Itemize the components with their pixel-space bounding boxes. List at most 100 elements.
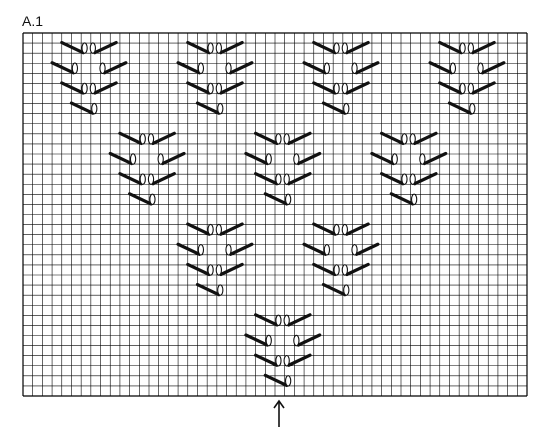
stitch-bar xyxy=(219,40,244,55)
left-slant-stitch-symbol xyxy=(389,192,418,206)
stitch-loop xyxy=(265,334,272,347)
left-slant-stitch-symbol xyxy=(312,262,340,277)
stitch-loop xyxy=(477,62,484,75)
stitch-loop xyxy=(323,244,331,256)
left-slant-stitch-symbol xyxy=(176,61,205,75)
stitch-bar xyxy=(254,313,279,327)
stitch-symbols xyxy=(50,40,506,388)
left-slant-stitch-symbol xyxy=(312,222,340,236)
stitch-loop xyxy=(81,82,88,95)
stitch-bar xyxy=(345,262,370,277)
stitch-bar xyxy=(60,81,85,95)
stitch-bar xyxy=(380,131,405,146)
stitch-bar xyxy=(219,222,244,236)
stitch-bar xyxy=(380,172,405,186)
stitch-bar xyxy=(296,333,322,347)
stitch-bar xyxy=(186,222,211,236)
left-slant-stitch-symbol xyxy=(302,61,331,75)
right-slant-stitch-symbol xyxy=(351,242,380,256)
stitch-bar xyxy=(244,333,269,347)
stitch-loop xyxy=(99,62,106,75)
stitch-loop xyxy=(207,82,214,95)
stitch-loop xyxy=(391,153,398,165)
stitch-bar xyxy=(176,61,201,75)
stitch-loop xyxy=(401,133,408,145)
stitch-loop xyxy=(284,193,292,206)
stitch-bar xyxy=(296,151,322,166)
stitch-loop xyxy=(225,62,232,75)
stitch-loop xyxy=(275,354,282,367)
stitch-bar xyxy=(428,61,453,75)
stitch-loop xyxy=(341,223,348,236)
stitch-loop xyxy=(89,42,96,54)
stitch-bar xyxy=(219,262,244,277)
stitch-loop xyxy=(197,62,205,75)
right-slant-stitch-symbol xyxy=(467,40,496,55)
right-slant-stitch-symbol xyxy=(283,353,312,367)
right-slant-stitch-symbol xyxy=(147,172,176,186)
left-slant-stitch-symbol xyxy=(312,81,340,95)
stitch-loop xyxy=(467,82,474,95)
stitch-bar xyxy=(312,222,337,236)
right-slant-stitch-symbol xyxy=(215,262,244,277)
left-slant-stitch-symbol xyxy=(263,192,292,206)
stitch-loop xyxy=(283,314,290,327)
stitch-bar xyxy=(422,151,448,166)
stitch-bar xyxy=(228,242,254,256)
stitch-loop xyxy=(333,42,340,54)
chart-title: A.1 xyxy=(22,13,44,29)
stitch-bar xyxy=(413,131,438,146)
stitch-loop xyxy=(275,173,282,185)
left-slant-stitch-symbol xyxy=(186,222,214,236)
stitch-bar xyxy=(108,151,134,166)
stitch-loop xyxy=(459,82,466,95)
left-slant-stitch-symbol xyxy=(60,81,88,95)
stitch-loop xyxy=(459,42,466,54)
stitch-bar xyxy=(345,81,370,95)
stitch-loop xyxy=(323,62,331,75)
right-slant-stitch-symbol xyxy=(341,81,370,95)
stitch-loop xyxy=(139,173,146,185)
stitch-loop xyxy=(449,62,457,75)
stitch-bar xyxy=(186,81,211,95)
stitch-loop xyxy=(215,264,222,276)
left-slant-stitch-symbol xyxy=(428,61,457,75)
right-slant-stitch-symbol xyxy=(409,172,438,186)
stitch-bar xyxy=(263,192,289,206)
stitch-loop xyxy=(410,193,418,206)
stitch-loop xyxy=(89,82,96,95)
stitch-loop xyxy=(215,223,222,236)
left-slant-stitch-symbol xyxy=(302,242,331,256)
left-slant-stitch-symbol xyxy=(244,151,272,166)
stitch-loop xyxy=(215,42,222,54)
right-slant-stitch-symbol xyxy=(225,242,254,256)
stitch-bar xyxy=(176,242,201,256)
stitch-bar xyxy=(128,192,153,206)
stitch-loop xyxy=(275,133,282,145)
stitch-loop xyxy=(333,223,340,236)
stitch-bar xyxy=(93,81,118,95)
stitch-loop xyxy=(197,244,205,256)
left-slant-stitch-symbol xyxy=(69,101,98,115)
stitch-bar xyxy=(151,172,176,186)
left-slant-stitch-symbol xyxy=(370,151,398,166)
right-slant-stitch-symbol xyxy=(89,81,118,95)
right-slant-stitch-symbol xyxy=(157,151,186,166)
left-slant-stitch-symbol xyxy=(254,313,282,327)
stitch-loop xyxy=(147,173,155,185)
stitch-loop xyxy=(409,173,416,185)
stitch-loop xyxy=(91,102,98,115)
stitch-loop xyxy=(333,82,340,95)
left-slant-stitch-symbol xyxy=(380,172,408,186)
stitch-loop xyxy=(469,102,476,115)
right-slant-stitch-symbol xyxy=(215,81,244,95)
stitch-bar xyxy=(354,242,380,256)
left-slant-stitch-symbol xyxy=(254,172,282,186)
stitch-bar xyxy=(312,40,337,55)
right-slant-stitch-symbol xyxy=(419,151,448,166)
stitch-bar xyxy=(93,40,118,55)
left-slant-stitch-symbol xyxy=(263,373,292,388)
right-slant-stitch-symbol xyxy=(89,40,118,55)
right-slant-stitch-symbol xyxy=(293,333,322,347)
